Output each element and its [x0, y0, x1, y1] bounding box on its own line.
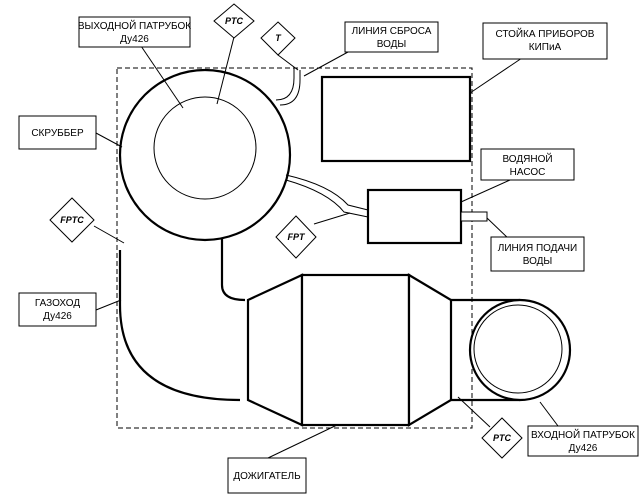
svg-text:ДОЖИГАТЕЛЬ: ДОЖИГАТЕЛЬ — [233, 471, 301, 482]
label-outlet-pipe: ВЫХОДНОЙ ПАТРУБОК Ду426 — [78, 16, 191, 48]
svg-text:Ду426: Ду426 — [43, 311, 72, 322]
svg-text:ВОДЫ: ВОДЫ — [377, 39, 407, 50]
svg-text:ВОДЫ: ВОДЫ — [523, 256, 553, 267]
afterburner-left-cone — [246, 273, 304, 427]
leader-outlet-pipe — [140, 45, 184, 109]
inlet-pipe-inner — [473, 304, 563, 394]
label-inlet-pipe: ВХОДНОЙ ПАТРУБОК Ду426 — [527, 425, 639, 457]
tag-fpt: FPT — [275, 215, 317, 259]
leader-ptc-bottom — [457, 396, 491, 428]
svg-text:ВОДЯНОЙ: ВОДЯНОЙ — [502, 152, 552, 165]
svg-text:FPT: FPT — [288, 232, 307, 242]
pump-pipe-2 — [285, 179, 369, 218]
leader-water-pump — [460, 179, 511, 203]
afterburner-body — [300, 273, 411, 427]
water-pump — [366, 188, 463, 245]
svg-text:СТОЙКА ПРИБОРОВ: СТОЙКА ПРИБОРОВ — [496, 27, 595, 40]
instrument-rack — [320, 75, 472, 163]
svg-text:ЛИНИЯ ПОДАЧИ: ЛИНИЯ ПОДАЧИ — [498, 243, 577, 254]
pump-pipe-1 — [285, 174, 369, 211]
leader-water-drain — [303, 51, 349, 77]
tag-ptc-bottom: PTC — [481, 417, 523, 459]
leader-afterburner — [267, 424, 338, 459]
leader-ptc-top — [216, 36, 235, 105]
svg-text:ВХОДНОЙ ПАТРУБОК: ВХОДНОЙ ПАТРУБОК — [531, 428, 635, 441]
svg-text:КИПиА: КИПиА — [529, 42, 562, 53]
leader-gas-duct — [95, 299, 122, 311]
svg-text:Ду426: Ду426 — [120, 34, 149, 45]
svg-text:PTC: PTC — [493, 433, 512, 443]
label-afterburner: ДОЖИГАТЕЛЬ — [227, 457, 307, 494]
tag-t: T — [260, 21, 296, 56]
water-pump-nozzle — [460, 211, 488, 222]
svg-text:Ду426: Ду426 — [569, 443, 598, 454]
gas-duct-elbow — [118, 250, 241, 402]
label-water-drain: ЛИНИЯ СБРОСА ВОДЫ — [344, 21, 439, 53]
leader-inlet-pipe — [539, 401, 559, 427]
leader-instrument-rack — [469, 57, 523, 94]
svg-text:ЛИНИЯ СБРОСА: ЛИНИЯ СБРОСА — [352, 26, 432, 37]
label-instrument-rack: СТОЙКА ПРИБОРОВ КИПиА — [482, 22, 608, 60]
svg-text:НАСОС: НАСОС — [510, 167, 546, 178]
svg-text:T: T — [275, 33, 282, 43]
drain-pipe-2 — [275, 68, 295, 101]
leader-fptc — [93, 225, 125, 244]
label-water-supply: ЛИНИЯ ПОДАЧИ ВОДЫ — [490, 236, 585, 272]
leader-scrubber — [95, 132, 123, 148]
svg-text:СКРУББЕР: СКРУББЕР — [31, 128, 84, 139]
leader-fpt — [313, 212, 351, 225]
svg-text:FPTC: FPTC — [60, 215, 84, 225]
svg-text:ГАЗОХОД: ГАЗОХОД — [35, 298, 80, 309]
scrubber-neck — [220, 230, 246, 302]
tag-ptc-top: PTC — [213, 3, 255, 39]
svg-text:PTC: PTC — [225, 16, 244, 26]
label-gas-duct: ГАЗОХОД Ду426 — [18, 292, 97, 327]
tag-fptc: FPTC — [49, 197, 95, 243]
outlet-pipe-circle — [153, 96, 257, 200]
label-water-pump: ВОДЯНОЙ НАСОС — [480, 148, 575, 181]
afterburner-right-cone — [407, 273, 453, 427]
svg-text:ВЫХОДНОЙ ПАТРУБОК: ВЫХОДНОЙ ПАТРУБОК — [78, 19, 191, 32]
leader-water-supply — [486, 217, 511, 241]
leader-t — [277, 54, 299, 71]
label-scrubber: СКРУББЕР — [18, 115, 97, 150]
drain-pipe-1 — [279, 70, 301, 106]
